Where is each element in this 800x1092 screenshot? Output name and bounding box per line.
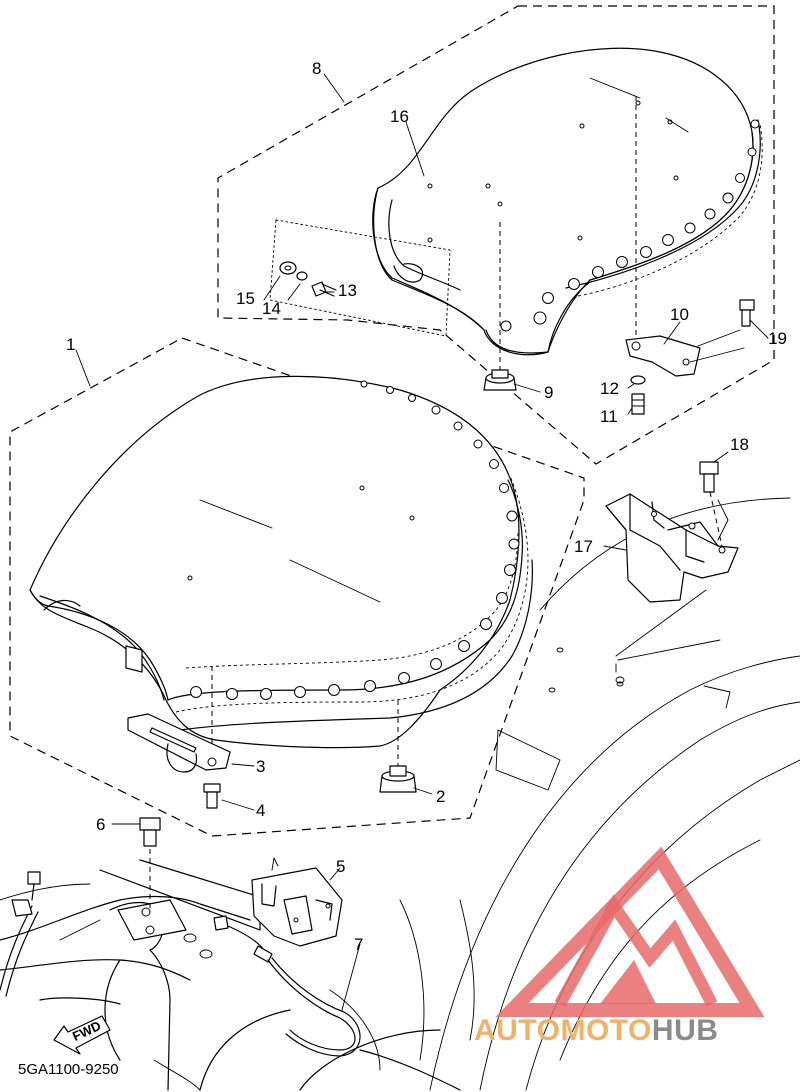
callout-15: 15 [236,289,255,308]
part-code: 5GA1100-9250 [18,1061,119,1078]
callout-9: 9 [544,383,553,402]
callout-19: 19 [768,329,787,348]
logo-text-hub: HUB [652,1014,719,1047]
front-bracket-3 [127,666,231,809]
callout-12: 12 [600,379,619,398]
callout-10: 10 [670,305,689,324]
bracket-17 [605,461,739,684]
seat-lock-cable-7 [0,871,361,1057]
callout-16: 16 [390,107,409,126]
callout-4: 4 [256,801,265,820]
bolt-6 [139,817,161,910]
main-seat-assembly-outline [9,337,585,837]
rear-seat-drawing [269,47,763,356]
callout-numbers: 8 16 15 14 13 9 10 12 11 19 1 18 17 3 2 … [66,59,787,954]
callout-11: 11 [600,407,618,426]
fwd-arrow-icon: FWD [53,1015,111,1055]
bolt-13-washers [279,261,337,297]
callout-13: 13 [338,281,357,300]
callout-5: 5 [336,857,345,876]
logo-triangle-icon [495,846,765,1017]
rear-seat-assembly-outline [217,5,775,465]
callout-leaders [75,73,769,1011]
main-seat-drawing [29,375,533,749]
logo-text: AUTOMOTOHUB [474,1014,718,1047]
callout-6: 6 [96,815,105,834]
callout-7: 7 [354,935,363,954]
callout-3: 3 [256,757,265,776]
callout-2: 2 [436,787,445,806]
automotohub-logo: AUTOMOTOHUB [474,846,765,1047]
rubber-damper-9 [483,222,517,391]
callout-1: 1 [66,335,75,354]
relay-bracket-5 [213,857,343,947]
callout-14: 14 [262,299,281,318]
logo-text-automoto: AUTOMOTO [474,1014,652,1047]
rear-bracket-10 [625,96,755,415]
callout-8: 8 [312,59,321,78]
callout-18: 18 [730,435,749,454]
callout-17: 17 [574,537,593,556]
rubber-damper-2 [379,700,417,793]
